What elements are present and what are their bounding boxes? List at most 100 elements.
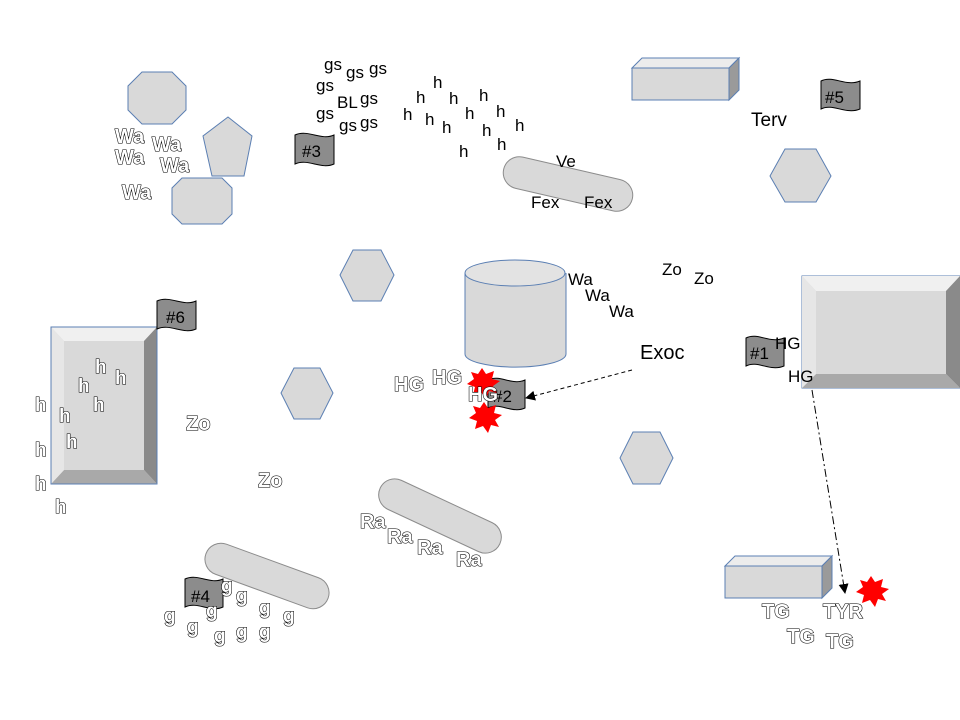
hg-outlined-label: HG xyxy=(432,367,462,389)
ra-outlined-label: Ra xyxy=(456,549,482,571)
h-outlined-label: h xyxy=(93,395,105,416)
cylinder-shape xyxy=(464,259,567,368)
flag-6: #6 xyxy=(156,298,197,332)
wa-outlined-label: Wa xyxy=(160,155,190,177)
wa-label: Wa xyxy=(568,270,593,289)
h-outlined-label: h xyxy=(55,497,67,518)
ra-outlined-label: Ra xyxy=(417,537,443,559)
svg-text:#4: #4 xyxy=(191,587,210,606)
fex-label: Fex xyxy=(531,193,560,212)
h-label: h xyxy=(425,110,434,129)
tg-outlined-label: TG xyxy=(787,626,815,648)
arrow-exoc-to-flag2 xyxy=(525,369,633,401)
capsule-shape xyxy=(378,478,502,554)
h-outlined-label: h xyxy=(59,406,71,427)
g-outlined-label: g xyxy=(236,622,248,643)
wa-outlined-label: Wa xyxy=(115,126,145,148)
svg-text:#2: #2 xyxy=(493,387,512,406)
capsule-shape xyxy=(204,542,330,610)
svg-text:#5: #5 xyxy=(825,88,844,107)
hg-outlined-label: HG xyxy=(468,384,498,406)
hexagon-shape xyxy=(619,431,674,485)
g-outlined-label: g xyxy=(259,622,271,643)
box-shape xyxy=(630,56,741,102)
zo-label: Zo xyxy=(694,269,714,288)
hg-outlined-label: HG xyxy=(394,374,424,396)
wa-outlined-label: Wa xyxy=(115,147,145,169)
gs-label: gs xyxy=(360,89,378,108)
h-label: h xyxy=(449,89,458,108)
hg-label: HG xyxy=(788,367,814,386)
gs-label: gs xyxy=(324,55,342,74)
wa-outlined-label: Wa xyxy=(152,134,182,156)
h-label: h xyxy=(497,135,506,154)
ra-outlined-label: Ra xyxy=(360,511,386,533)
h-outlined-label: h xyxy=(66,432,78,453)
terv-label: Terv xyxy=(751,110,787,131)
gs-label: gs xyxy=(360,113,378,132)
h-outlined-label: h xyxy=(35,440,47,461)
pentagon-shape xyxy=(202,116,253,177)
h-outlined-label: h xyxy=(95,357,107,378)
svg-text:#3: #3 xyxy=(302,142,321,161)
ra-outlined-label: Ra xyxy=(387,526,413,548)
zo-label: Zo xyxy=(662,260,682,279)
h-label: h xyxy=(442,118,451,137)
g-outlined-label: g xyxy=(187,617,199,638)
tg-outlined-label: TG xyxy=(826,631,854,653)
capsule-shape xyxy=(502,156,634,212)
gs-label: gs xyxy=(339,116,357,135)
hexagon-shape xyxy=(280,367,334,420)
bevel-box-left xyxy=(50,326,158,485)
flag-1: #1 xyxy=(745,335,785,369)
wa-outlined-label: Wa xyxy=(122,182,152,204)
box-shape xyxy=(723,554,834,600)
burst-icon xyxy=(856,576,889,607)
hexagon-shape xyxy=(339,249,395,302)
wa-label: Wa xyxy=(585,286,610,305)
h-label: h xyxy=(479,86,488,105)
arrow-box-to-tyr xyxy=(811,389,849,594)
gs-label: gs xyxy=(316,104,334,123)
zo-outlined-label: Zo xyxy=(258,470,282,492)
burst-icon xyxy=(467,368,500,399)
fex-label: Fex xyxy=(584,193,613,212)
h-outlined-label: h xyxy=(35,395,47,416)
g-outlined-label: g xyxy=(221,576,233,597)
h-label: h xyxy=(416,88,425,107)
g-outlined-label: g xyxy=(164,606,176,627)
bl-label: BL xyxy=(337,93,358,112)
h-outlined-label: h xyxy=(115,368,127,389)
h-outlined-label: h xyxy=(78,376,90,397)
h-label: h xyxy=(515,116,524,135)
h-label: h xyxy=(403,105,412,124)
flag-2: #2 xyxy=(487,377,526,411)
exoc-label: Exoc xyxy=(640,342,684,364)
h-label: h xyxy=(433,73,442,92)
g-outlined-label: g xyxy=(259,598,271,619)
flag-5: #5 xyxy=(820,78,861,112)
hg-label: HG xyxy=(775,334,801,353)
g-outlined-label: g xyxy=(283,606,295,627)
h-outlined-label: h xyxy=(35,474,47,495)
burst-icon xyxy=(469,402,502,433)
svg-text:#1: #1 xyxy=(750,344,769,363)
g-outlined-label: g xyxy=(236,586,248,607)
bevel-box-right xyxy=(801,275,960,389)
gs-label: gs xyxy=(369,59,387,78)
ve-label: Ve xyxy=(556,152,576,171)
gs-label: gs xyxy=(346,63,364,82)
tyr-outlined-label: TYR xyxy=(823,601,864,623)
tg-outlined-label: TG xyxy=(762,601,790,623)
zo-outlined-label: Zo xyxy=(186,413,210,435)
flag-4: #4 xyxy=(184,576,224,610)
octagon-shape xyxy=(127,71,187,125)
g-outlined-label: g xyxy=(206,601,218,622)
hexagon-shape xyxy=(769,148,832,203)
h-label: h xyxy=(459,142,468,161)
wa-label: Wa xyxy=(609,302,634,321)
flag-3: #3 xyxy=(294,132,335,167)
gs-label: gs xyxy=(316,76,334,95)
octagon-shape-small xyxy=(171,177,233,225)
